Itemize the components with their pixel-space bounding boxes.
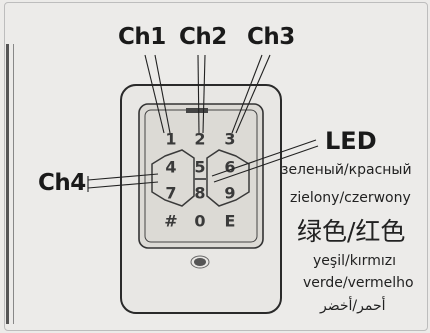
ch2-leader-a (197, 54, 200, 134)
led-leader-a (211, 139, 317, 177)
key-9: 9 (224, 184, 235, 203)
ch3-leader-b (235, 54, 271, 134)
led-translation-ru: зеленый/красный (281, 162, 412, 178)
key-6: 6 (224, 158, 235, 177)
sensor-dot (194, 258, 206, 266)
led-translation-ar: أحمر/أخضر (320, 298, 386, 314)
brand-mark (186, 108, 208, 113)
key-7: 7 (165, 184, 176, 203)
page-edge-line (6, 44, 14, 324)
led-translation-zh: 绿色/红色 (297, 217, 406, 246)
ch2-label: Ch2 (179, 24, 227, 50)
key-outline-right (206, 149, 250, 207)
key-8: 8 (194, 184, 205, 203)
sensor-dot-ring (190, 255, 210, 269)
ch4-label: Ch4 (38, 170, 86, 196)
led-translation-tr: yeşil/kırmızı (313, 253, 396, 269)
ch3-label: Ch3 (247, 24, 295, 50)
key-hash: # (164, 212, 177, 231)
ch1-leader-b (154, 54, 171, 134)
key-0: 0 (194, 212, 205, 231)
led-label: LED (325, 127, 377, 155)
ch1-leader-a (144, 54, 165, 134)
key-e: E (225, 212, 236, 231)
key-2: 2 (194, 130, 205, 149)
key-4: 4 (165, 158, 176, 177)
led-translation-pt: verde/vermelho (303, 275, 414, 291)
led-translation-pl: zielony/czerwony (290, 190, 411, 206)
figure-frame (4, 2, 428, 331)
key-1: 1 (165, 130, 176, 149)
ch2-leader-b (202, 54, 206, 134)
key-3: 3 (224, 130, 235, 149)
key-outline-left (151, 149, 195, 207)
ch4-leader-a (87, 173, 159, 181)
ch3-leader-a (231, 54, 263, 134)
key-5: 5 (194, 158, 205, 177)
led-leader-b (213, 145, 319, 183)
ch1-label: Ch1 (118, 24, 166, 50)
ch4-leader-b (87, 181, 159, 189)
